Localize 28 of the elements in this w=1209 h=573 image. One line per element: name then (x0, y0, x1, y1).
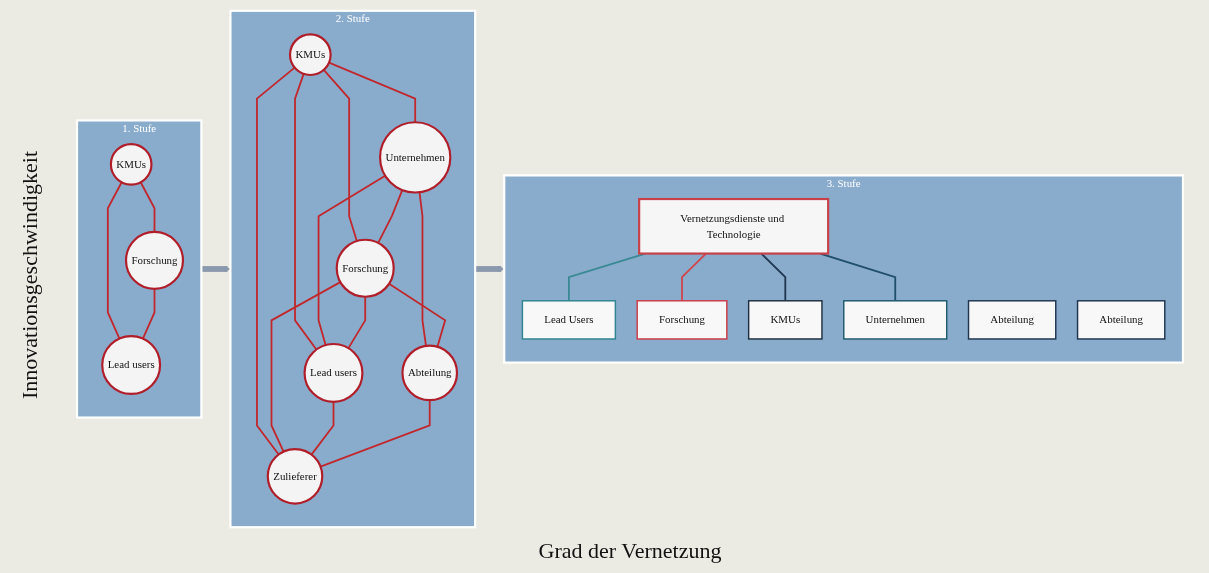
arrow (475, 265, 505, 273)
connector (139, 181, 156, 233)
connector (377, 189, 404, 244)
connector (294, 73, 318, 351)
node-box: Unternehmen (843, 300, 948, 340)
node-circle: KMUs (288, 33, 332, 77)
node-circle: Forschung (124, 230, 185, 290)
node-circle: Lead users (101, 335, 162, 396)
node-box: Vernetzungsdienste und Technologie (638, 197, 830, 255)
node-circle: Abteilung (401, 344, 459, 402)
node-circle: Forschung (335, 238, 395, 298)
node-box: Forschung (636, 300, 728, 340)
node-box: KMUs (747, 300, 823, 340)
node-box: Lead Users (521, 300, 617, 340)
connector (388, 282, 447, 348)
node-box: Abteilung (967, 300, 1057, 340)
node-circle: Lead users (303, 342, 364, 403)
node-circle: KMUs (109, 142, 153, 186)
node-box: Abteilung (1076, 300, 1166, 340)
arrow (201, 265, 231, 273)
connector (322, 69, 358, 242)
connector (106, 181, 123, 340)
connector (270, 281, 342, 453)
node-circle: Unternehmen (379, 121, 452, 194)
connector (256, 66, 296, 456)
axis-label: Grad der Vernetzung (538, 538, 722, 564)
node-circle: Zulieferer (266, 447, 324, 505)
axis-label: Innovationsgeschwindigkeit (17, 150, 43, 400)
